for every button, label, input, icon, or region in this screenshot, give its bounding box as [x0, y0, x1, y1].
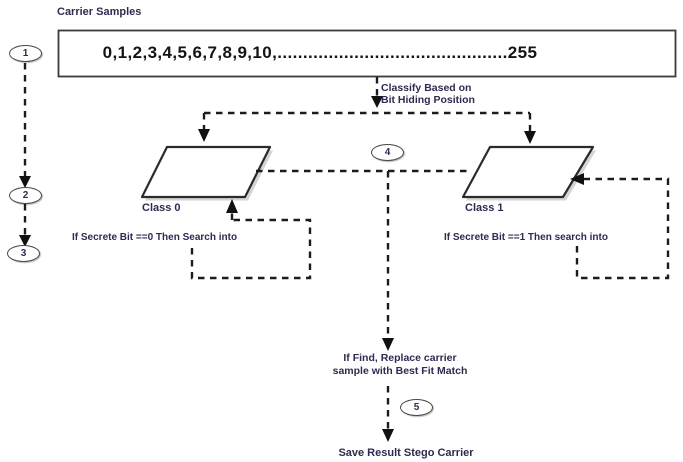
class0-label: Class 0: [142, 202, 181, 214]
replace-step-label: If Find, Replace carrier sample with Bes…: [315, 352, 485, 378]
class1-parallelogram: [461, 145, 595, 199]
replace-step-line2: sample with Best Fit Match: [332, 365, 468, 377]
step-badge-1: 1: [9, 45, 42, 62]
class1-condition-text: If Secrete Bit ==1 Then search into: [444, 232, 608, 243]
classify-label-line2: Bit Hiding Position: [381, 93, 475, 106]
arrowhead-down-icon: [198, 129, 210, 142]
step-badge-3: 3: [7, 245, 40, 262]
class0-search-loop: [190, 218, 312, 280]
arrowhead-down-icon: [19, 235, 31, 247]
carrier-samples-box: [57, 29, 677, 78]
class1-label: Class 1: [465, 202, 504, 214]
step-badge-4: 4: [371, 144, 404, 161]
step-badge-5: 5: [400, 399, 433, 416]
arrowhead-down-icon: [382, 429, 394, 442]
replace-step-line1: If Find, Replace carrier: [343, 352, 457, 364]
class1-search-loop: [575, 177, 670, 280]
step-badge-2: 2: [9, 187, 42, 204]
arrowhead-down-icon: [524, 131, 536, 144]
class0-parallelogram: [140, 145, 272, 199]
arrowhead-up-icon: [226, 199, 238, 213]
save-step-label: Save Result Stego Carrier: [338, 447, 474, 459]
diagram-title: Carrier Samples: [57, 6, 142, 18]
arrowhead-left-icon: [570, 173, 584, 185]
classify-label-line1: Classify Based on: [381, 82, 472, 94]
carrier-values-text: 0,1,2,3,4,5,6,7,8,9,10,.................…: [102, 43, 538, 62]
classify-label: Classify Based on Bit Hiding Position: [381, 82, 475, 106]
arrowhead-down-icon: [19, 176, 31, 188]
arrowhead-down-icon: [371, 96, 383, 108]
arrowhead-down-icon: [382, 338, 394, 351]
class0-condition-text: If Secrete Bit ==0 Then Search into: [72, 232, 238, 243]
